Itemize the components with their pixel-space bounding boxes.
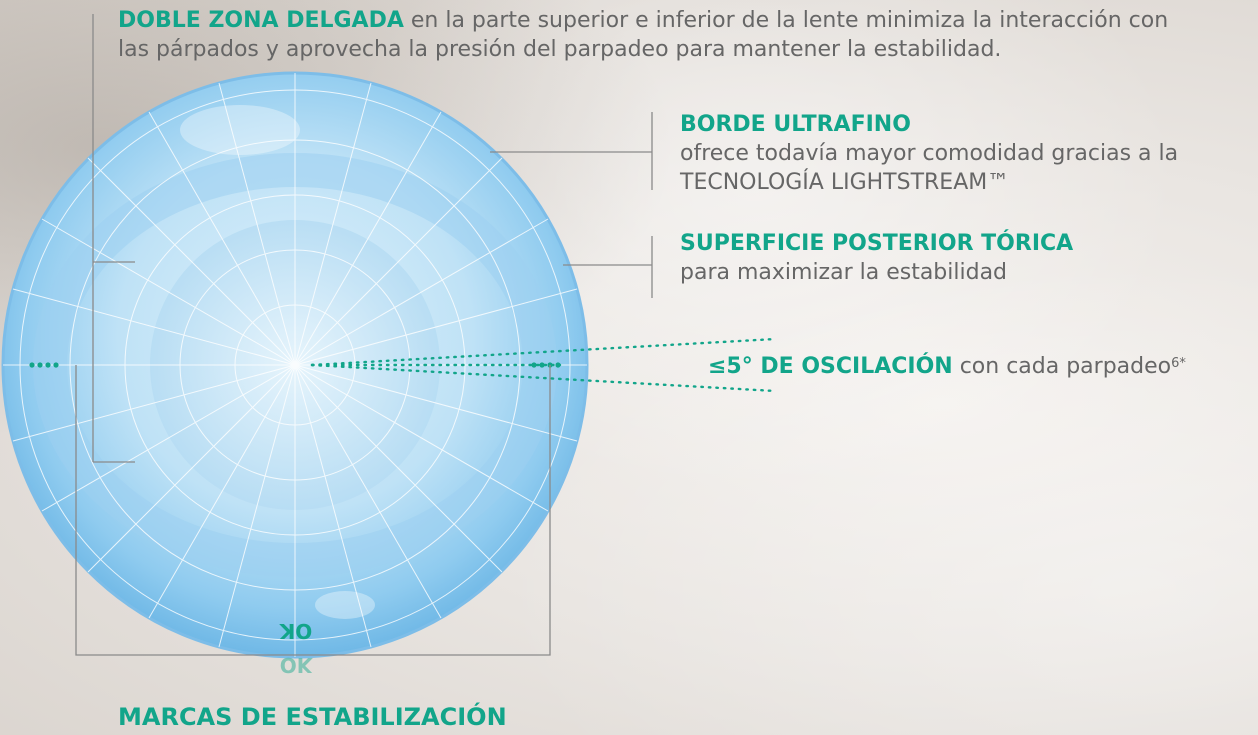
lens-ok-reflection: OK <box>280 653 314 677</box>
oscillation-ray-lower <box>310 363 777 393</box>
oscilacion-footnote: 6* <box>1171 356 1186 371</box>
callout-oscilacion: ≤5° DE OSCILACIÓN con cada parpadeo6* <box>708 352 1248 381</box>
right-mark-dot <box>539 362 545 368</box>
borde-text-line1: ofrece todavía mayor comodidad gracias a… <box>680 141 1179 166</box>
left-mark-dot <box>53 362 59 368</box>
superficie-text: para maximizar la estabilidad <box>680 260 1008 285</box>
doble-zona-heading: DOBLE ZONA DELGADA <box>118 8 404 33</box>
right-mark-dot <box>531 362 537 368</box>
callout-borde: BORDE ULTRAFINO ofrece todavía mayor com… <box>680 110 1250 197</box>
left-mark-dot <box>29 362 35 368</box>
lens-grid <box>3 73 587 657</box>
oscillation-rays <box>310 337 777 393</box>
callout-marcas: MARCAS DE ESTABILIZACIÓN <box>118 703 507 731</box>
right-mark-dot <box>555 362 561 368</box>
superficie-heading: SUPERFICIE POSTERIOR TÓRICA <box>680 231 1074 256</box>
borde-text-line2: TECNOLOGÍA LIGHTSTREAM™ <box>680 170 1010 195</box>
oscillation-ray-upper <box>310 337 777 367</box>
left-mark-dot <box>45 362 51 368</box>
borde-heading: BORDE ULTRAFINO <box>680 112 911 137</box>
callout-superficie: SUPERFICIE POSTERIOR TÓRICA para maximiz… <box>680 229 1250 287</box>
marcas-bracket <box>75 365 551 656</box>
callout-doble-zona: DOBLE ZONA DELGADA en la parte superior … <box>118 6 1198 64</box>
lens-ok-mark: OK <box>278 619 312 643</box>
left-mark-dot <box>37 362 43 368</box>
oscilacion-text: con cada parpadeo <box>952 354 1172 379</box>
doble-zona-text: en la parte superior e inferior de la le… <box>118 8 1169 62</box>
leader-lines <box>75 14 653 656</box>
oscilacion-heading: ≤5° DE OSCILACIÓN <box>708 354 953 379</box>
